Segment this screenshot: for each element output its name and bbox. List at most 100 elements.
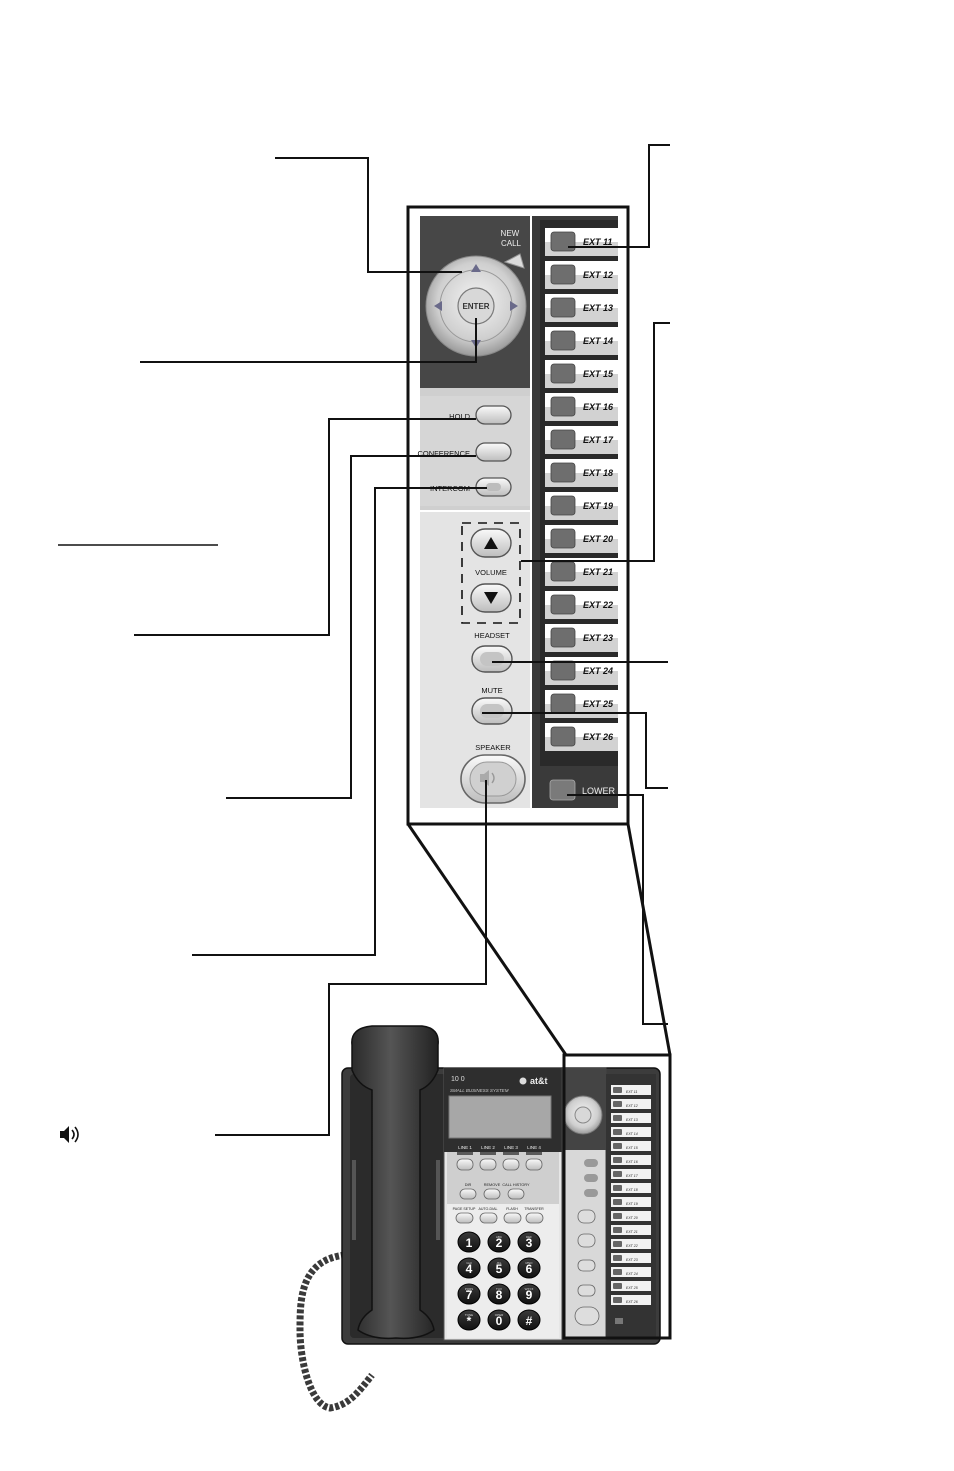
extension-row: EXT 15 <box>545 360 618 388</box>
mini-lower-button[interactable] <box>615 1318 623 1324</box>
mini-headset[interactable] <box>577 1259 596 1272</box>
mini-extension-card <box>611 1141 651 1151</box>
new-call-button[interactable] <box>503 253 525 269</box>
navigation-pad[interactable]: ENTER <box>425 255 527 357</box>
extension-row: EXT 20 <box>545 525 618 553</box>
key-digit: 4 <box>466 1262 473 1276</box>
mini-extension-card <box>611 1099 651 1109</box>
zoom-line-left <box>406 823 568 1056</box>
mini-extension-button[interactable] <box>613 1213 622 1219</box>
extension-button[interactable] <box>550 594 576 615</box>
leader-ext-buttons <box>521 322 670 562</box>
extension-button[interactable] <box>550 495 576 516</box>
extension-button[interactable] <box>550 726 576 747</box>
mini-extension-button[interactable] <box>613 1241 622 1247</box>
line-button[interactable] <box>479 1158 497 1171</box>
feature-button[interactable] <box>503 1212 522 1224</box>
mini-extension-button[interactable] <box>613 1255 622 1261</box>
mini-extension-button[interactable] <box>613 1143 622 1149</box>
mini-extension-button[interactable] <box>613 1185 622 1191</box>
mini-volume-down[interactable] <box>577 1233 596 1248</box>
extension-label: EXT 12 <box>583 270 613 280</box>
mini-conference-button[interactable] <box>584 1174 598 1182</box>
line-button[interactable] <box>456 1158 474 1171</box>
volume-down-button[interactable] <box>470 583 512 613</box>
enter-label: ENTER <box>462 302 489 311</box>
extension-button[interactable] <box>550 231 576 252</box>
extension-button[interactable] <box>550 264 576 285</box>
volume-up-button[interactable] <box>470 528 512 558</box>
key-digit: 9 <box>526 1288 533 1302</box>
keypad-key[interactable]: # <box>517 1309 541 1331</box>
extension-button[interactable] <box>550 660 576 681</box>
keypad-key[interactable]: *TONE <box>457 1309 481 1331</box>
extension-label: EXT 23 <box>583 633 613 643</box>
mini-extension-button[interactable] <box>613 1199 622 1205</box>
feature-button[interactable] <box>479 1212 498 1224</box>
lower-button[interactable] <box>549 779 576 801</box>
extension-button[interactable] <box>550 396 576 417</box>
mini-extension-card <box>611 1211 651 1221</box>
feature-label: FLASH <box>506 1207 518 1211</box>
extension-button[interactable] <box>550 297 576 318</box>
mini-extension-label: EXT 12 <box>626 1104 638 1108</box>
mini-extension-card <box>611 1183 651 1193</box>
function-button[interactable] <box>483 1188 501 1200</box>
mini-extension-button[interactable] <box>613 1227 622 1233</box>
feature-button[interactable] <box>525 1212 544 1224</box>
mini-extension-button[interactable] <box>613 1297 622 1303</box>
extension-button[interactable] <box>550 462 576 483</box>
key-letters: WXYZ <box>525 1287 534 1291</box>
mini-extension-button[interactable] <box>613 1101 622 1107</box>
up-arrow-icon[interactable] <box>471 264 481 272</box>
mini-extension-button[interactable] <box>613 1171 622 1177</box>
screen-prefix: 10 0 <box>451 1076 465 1083</box>
hold-button[interactable] <box>475 405 512 425</box>
right-arrow-icon[interactable] <box>510 301 518 311</box>
mini-extension-button[interactable] <box>613 1283 622 1289</box>
line-button[interactable] <box>525 1158 543 1171</box>
extension-button[interactable] <box>550 627 576 648</box>
extension-button[interactable] <box>550 330 576 351</box>
mini-intercom-button[interactable] <box>584 1189 598 1197</box>
line-indicator <box>480 1152 496 1155</box>
conference-button[interactable] <box>475 442 512 462</box>
mini-mute[interactable] <box>577 1284 596 1297</box>
mini-speaker[interactable] <box>574 1306 600 1326</box>
extension-button[interactable] <box>550 429 576 450</box>
mini-extension-button[interactable] <box>613 1115 622 1121</box>
extension-label: EXT 15 <box>583 369 614 379</box>
leader-ext11 <box>568 144 670 248</box>
mini-volume-up[interactable] <box>577 1209 596 1224</box>
function-button[interactable] <box>507 1188 525 1200</box>
line-button[interactable] <box>502 1158 520 1171</box>
extension-button[interactable] <box>550 561 576 582</box>
key-letters: DEF <box>526 1235 532 1239</box>
key-digit: 7 <box>466 1288 473 1302</box>
mini-extension-button[interactable] <box>613 1269 622 1275</box>
extension-row: EXT 23 <box>545 624 618 652</box>
extension-button[interactable] <box>550 693 576 714</box>
extension-button[interactable] <box>550 528 576 549</box>
mini-extension-button[interactable] <box>613 1157 622 1163</box>
mini-extension-label: EXT 18 <box>626 1188 638 1192</box>
mini-hold-button[interactable] <box>584 1159 598 1167</box>
left-arrow-icon[interactable] <box>434 301 442 311</box>
keypad-key[interactable]: 1 <box>457 1231 481 1253</box>
mini-extension-button[interactable] <box>613 1087 622 1093</box>
function-button[interactable] <box>459 1188 477 1200</box>
mini-extension-button[interactable] <box>613 1129 622 1135</box>
feature-button[interactable] <box>455 1212 474 1224</box>
extension-button[interactable] <box>550 363 576 384</box>
